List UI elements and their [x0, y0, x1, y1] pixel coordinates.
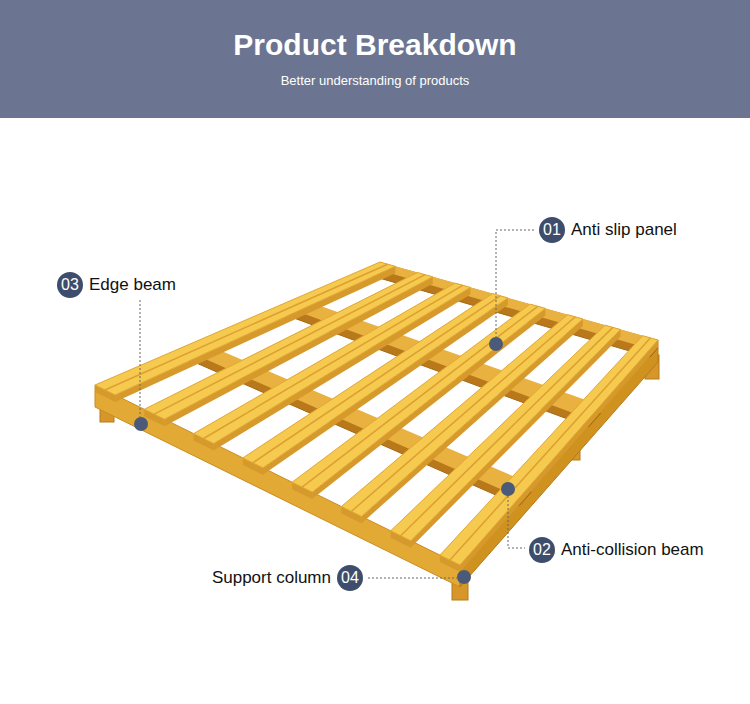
- part-name: Support column: [212, 568, 331, 588]
- part-name: Edge beam: [89, 275, 176, 295]
- part-name: Anti-collision beam: [561, 540, 704, 560]
- page-title: Product Breakdown: [0, 28, 750, 62]
- subtitle: Better understanding of products: [0, 73, 750, 88]
- callout-number: 02: [529, 537, 555, 563]
- callout: 03 Edge beam: [57, 272, 182, 298]
- callout-number: 04: [337, 565, 363, 591]
- callout: 04 Support column: [206, 565, 363, 591]
- part-name: Anti slip panel: [571, 220, 677, 240]
- callout-number: 03: [57, 272, 83, 298]
- callout: 02 Anti-collision beam: [529, 537, 710, 563]
- callout: 01 Anti slip panel: [539, 217, 683, 243]
- callout-number: 01: [539, 217, 565, 243]
